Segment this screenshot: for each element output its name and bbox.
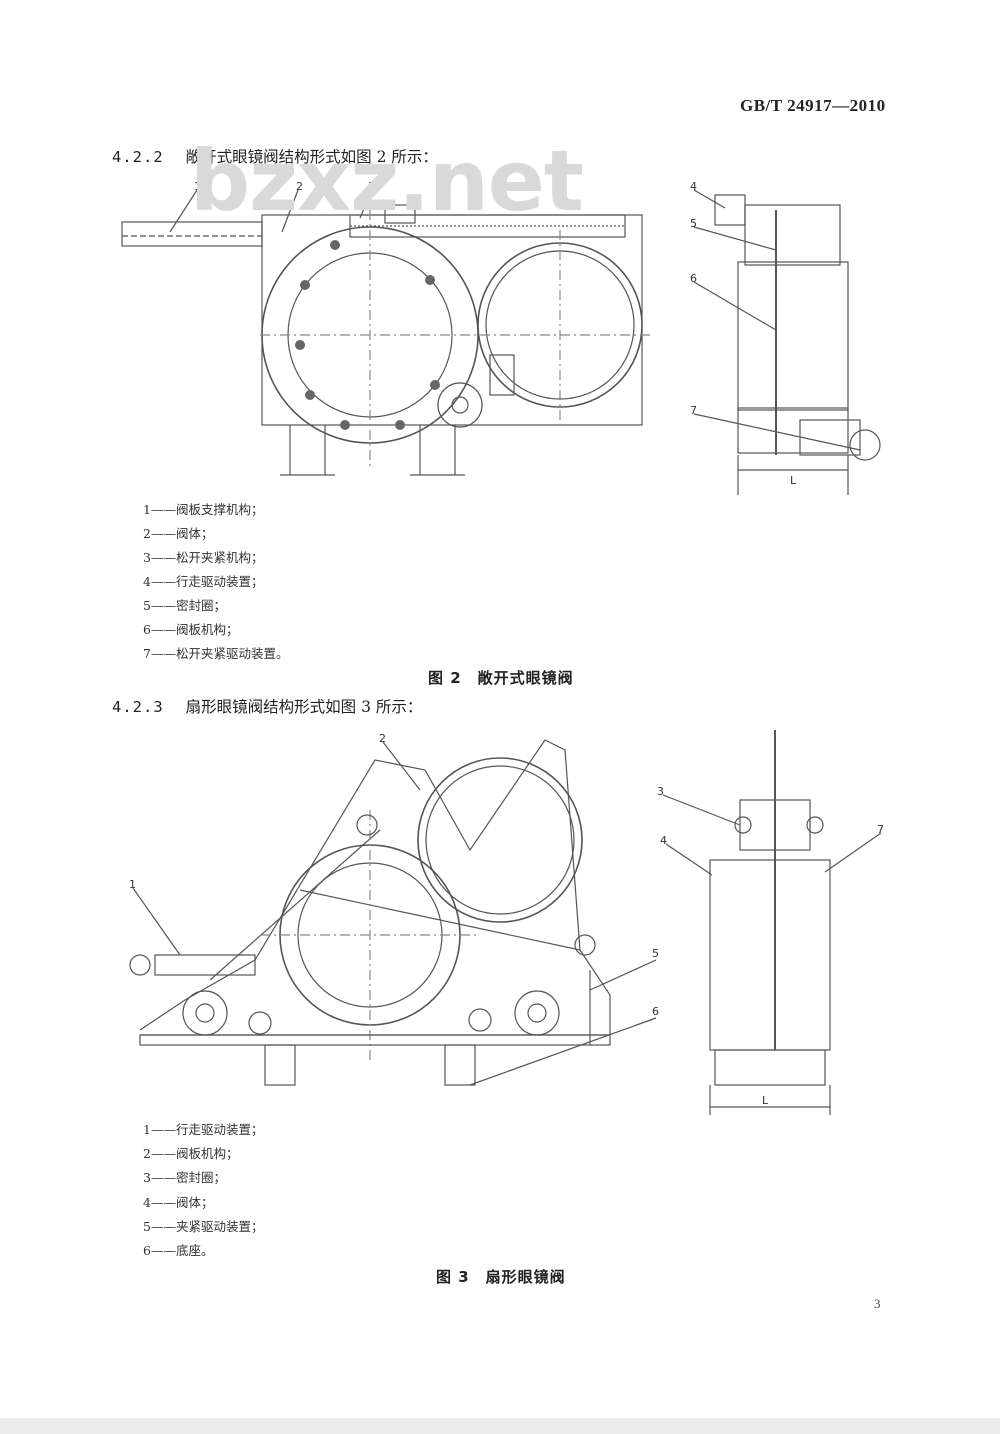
fig2-legend-item-7: 7——松开夹紧驱动装置。: [143, 646, 289, 661]
valve-ring-right: [477, 242, 643, 408]
fig2-legend-item-3: 3——松开夹紧机构；: [143, 550, 264, 565]
fig2-legend-item-5: 5——密封圈；: [143, 598, 226, 613]
callout-4: 4: [660, 834, 667, 847]
callout-4: 4: [690, 180, 697, 193]
callout-6: 6: [652, 1005, 659, 1018]
callout-1: 1: [129, 878, 136, 891]
figure-2-drawing: 1 2 3 4 5 6 7 L: [121, 180, 881, 495]
watermark: bzxz.net: [190, 132, 584, 230]
side-view-body: [709, 859, 831, 1051]
fig3-legend-item-2: 2——阀板机构；: [143, 1146, 239, 1161]
fig3-legend-item-6: 6——底座。: [143, 1243, 214, 1258]
drive-unit: [714, 194, 746, 226]
page-number: 3: [874, 1296, 881, 1311]
pivot: [356, 814, 378, 836]
figure-3-drawing: 1 2 3 4 5 6 7 L: [129, 730, 884, 1115]
dimension-label: L: [790, 474, 797, 487]
base: [139, 1034, 611, 1046]
callout-1: 1: [194, 180, 201, 193]
callout-2: 2: [379, 732, 386, 745]
viewer-bottom-bar: [0, 1418, 1000, 1434]
fig2-legend-item-1: 1——阀板支撑机构；: [143, 502, 264, 517]
fan-frame: [139, 739, 611, 1036]
callout-6: 6: [690, 272, 697, 285]
drive-gear: [437, 382, 483, 428]
clause-4-2-3: 4.2.3 扇形眼镜阀结构形式如图 3 所示：: [112, 695, 422, 717]
callout-3: 3: [368, 180, 375, 193]
callout-5: 5: [690, 217, 697, 230]
callout-7: 7: [877, 823, 884, 836]
wheel-right: [514, 990, 560, 1036]
callout-2: 2: [296, 180, 303, 193]
fig3-legend-item-4: 4——阀体；: [143, 1195, 214, 1210]
wheel-left: [182, 990, 228, 1036]
callout-5: 5: [652, 947, 659, 960]
clause-4-2-2: 4.2.2 敞开式眼镜阀结构形式如图 2 所示：: [112, 145, 438, 167]
fig2-legend-item-4: 4——行走驱动装置；: [143, 574, 264, 589]
fig3-legend-item-3: 3——密封圈；: [143, 1170, 226, 1185]
callout-3: 3: [657, 785, 664, 798]
fig3-legend-item-5: 5——夹紧驱动装置；: [143, 1219, 264, 1234]
figure-3-caption: 图 3 扇形眼镜阀: [436, 1268, 566, 1286]
figure-2-caption: 图 2 敞开式眼镜阀: [428, 669, 574, 687]
clause-text: 扇形眼镜阀结构形式如图 3 所示：: [185, 698, 423, 716]
clause-number: 4.2.2: [112, 148, 164, 166]
side-view-body: [737, 261, 849, 411]
fig2-legend-item-2: 2——阀体；: [143, 526, 214, 541]
fig3-legend-item-1: 1——行走驱动装置；: [143, 1122, 264, 1137]
fig2-legend-item-6: 6——阀板机构；: [143, 622, 239, 637]
clause-text: 敞开式眼镜阀结构形式如图 2 所示：: [185, 148, 438, 166]
valve-ring-upper: [417, 757, 583, 923]
standard-code: GB/T 24917—2010: [740, 96, 886, 115]
clause-number: 4.2.3: [112, 698, 164, 716]
dimension-label: L: [762, 1094, 769, 1107]
callout-7: 7: [690, 404, 697, 417]
